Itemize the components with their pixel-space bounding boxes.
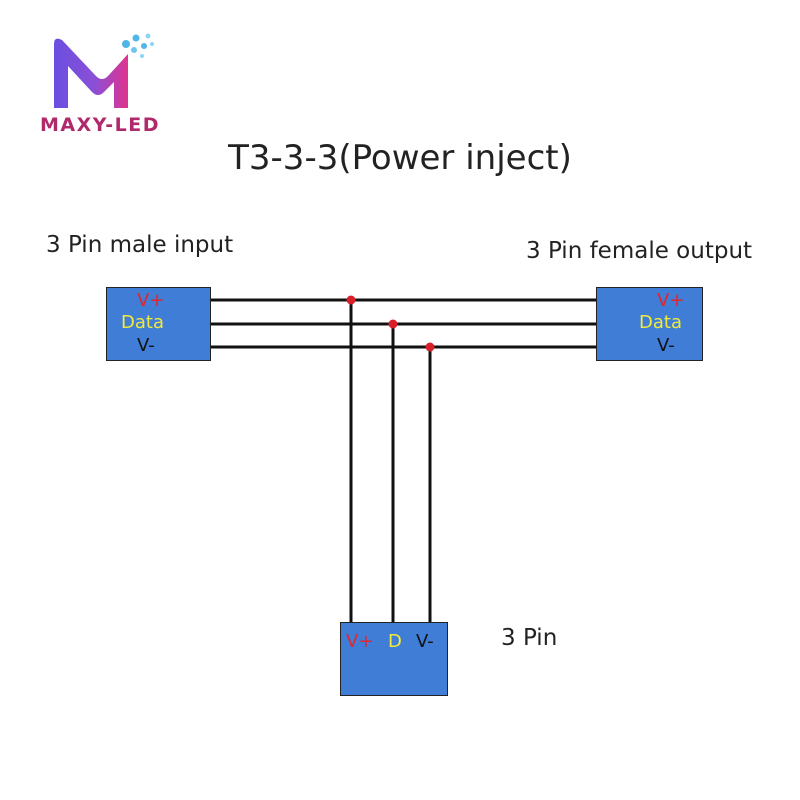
diagram-title: T3-3-3(Power inject) — [228, 138, 572, 178]
injection-connector-label: 3 Pin — [501, 625, 558, 651]
pin-vminus: V- — [657, 335, 675, 356]
maxy-led-logo: MAXY-LED — [30, 30, 170, 140]
logo-m-icon — [54, 33, 154, 108]
brand-name: MAXY-LED — [40, 114, 160, 136]
injection-connector: V+ D V- — [340, 622, 448, 696]
pin-vplus: V+ — [657, 290, 685, 311]
junction-vminus — [425, 342, 435, 352]
input-connector: V+ Data V- — [106, 287, 211, 361]
junction-vplus — [346, 295, 356, 305]
pin-data: D — [388, 631, 402, 652]
pin-vminus: V- — [137, 335, 155, 356]
pin-vplus: V+ — [346, 631, 374, 652]
pin-data: Data — [639, 312, 682, 333]
pin-data: Data — [121, 312, 164, 333]
junction-data — [388, 319, 398, 329]
pin-vplus: V+ — [137, 290, 165, 311]
output-connector-label: 3 Pin female output — [526, 238, 753, 264]
input-connector-label: 3 Pin male input — [46, 232, 234, 258]
output-connector: V+ Data V- — [596, 287, 703, 361]
pin-vminus: V- — [416, 631, 434, 652]
